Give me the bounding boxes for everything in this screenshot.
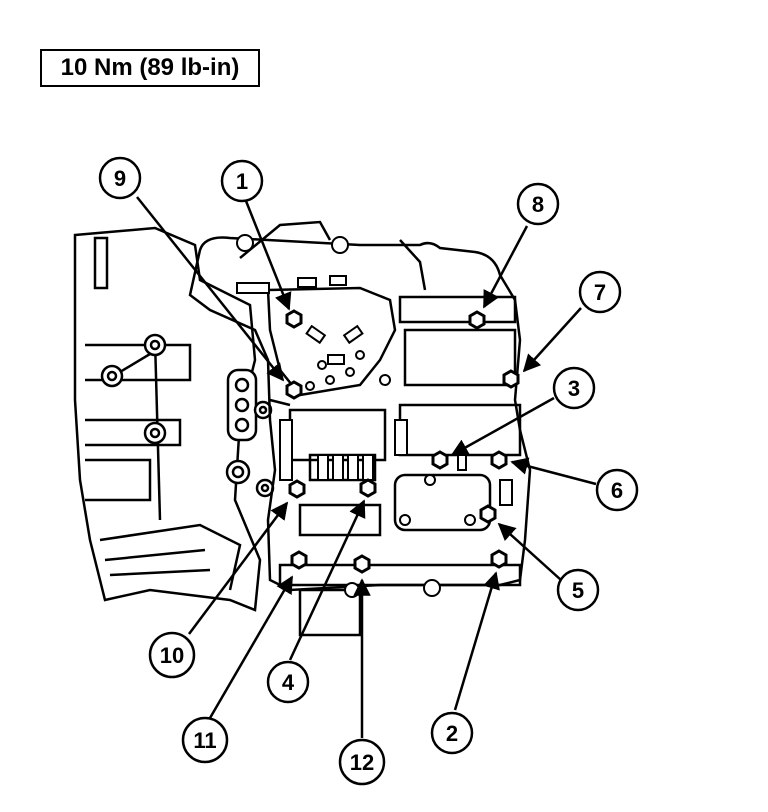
callout-5-label: 5 [572, 578, 584, 603]
callout-11-label: 11 [193, 728, 216, 753]
leader-1 [244, 200, 292, 311]
bolt-10 [288, 479, 306, 499]
leader-8 [482, 225, 529, 309]
bolt-5 [479, 504, 497, 524]
callout-6-label: 6 [611, 478, 623, 503]
callout-1: 1 [220, 159, 264, 203]
callout-7: 7 [578, 270, 622, 314]
case-bosses [100, 333, 275, 498]
callout-10: 10 [148, 631, 196, 679]
callout-1-label: 1 [236, 169, 248, 194]
bolt-4 [359, 478, 377, 498]
torque-spec-label: 10 Nm (89 lb-in) [40, 49, 260, 87]
callout-8-label: 8 [532, 192, 544, 217]
leader-6 [510, 457, 597, 486]
transmission-case [73, 226, 262, 612]
callout-9-label: 9 [114, 166, 126, 191]
bolt-3 [431, 450, 449, 470]
bolt-11 [290, 550, 308, 570]
bolt-2 [490, 549, 508, 569]
bolt-7 [502, 369, 520, 389]
callout-4-label: 4 [282, 670, 295, 695]
leader-2 [453, 571, 500, 711]
callout-6: 6 [595, 468, 639, 512]
callout-12-label: 12 [350, 750, 374, 775]
callout-11: 11 [181, 716, 229, 764]
bolt-8 [468, 310, 486, 330]
callout-2-label: 2 [446, 721, 458, 746]
callout-8: 8 [516, 182, 560, 226]
bolt-9 [285, 380, 303, 400]
bolt-1 [285, 309, 303, 329]
leader-10 [187, 501, 289, 635]
callout-2: 2 [430, 711, 474, 755]
callout-3: 3 [552, 366, 596, 410]
leader-9 [136, 196, 285, 382]
bolt-6 [490, 450, 508, 470]
valve-body-bolts [285, 309, 520, 574]
bolt-12 [353, 554, 371, 574]
callout-7-label: 7 [594, 280, 606, 305]
leader-3 [450, 396, 555, 457]
callout-12: 12 [338, 738, 386, 786]
callout-4: 4 [266, 660, 310, 704]
valve-body-details [236, 234, 513, 598]
callout-9: 9 [98, 156, 142, 200]
callouts: 1 2 3 4 5 6 7 8 9 10 11 12 [98, 156, 639, 786]
leader-4 [288, 499, 366, 661]
callout-5: 5 [556, 568, 600, 612]
leader-7 [522, 307, 582, 373]
leader-lines [136, 196, 597, 738]
callout-3-label: 3 [568, 376, 580, 401]
leader-11 [208, 575, 294, 719]
callout-10-label: 10 [160, 643, 184, 668]
leader-5 [497, 522, 562, 581]
